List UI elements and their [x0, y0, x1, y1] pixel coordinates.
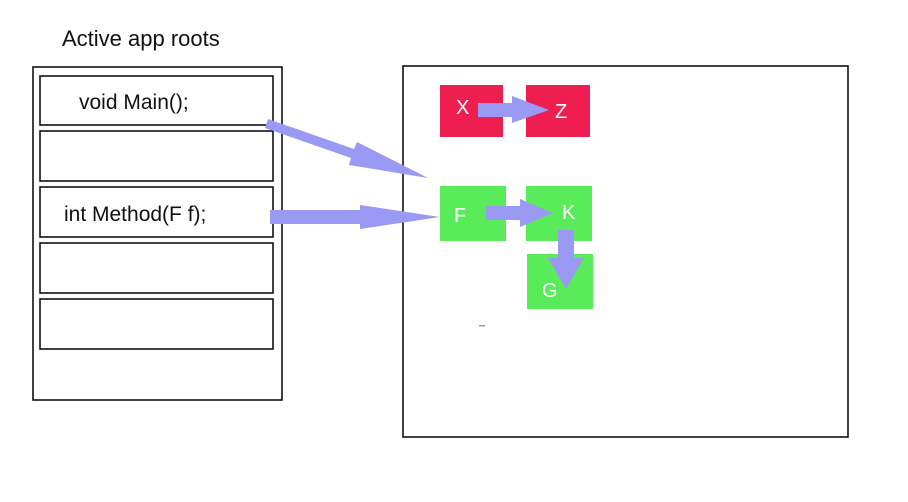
object-z: Z — [526, 85, 590, 137]
object-f-label: F — [454, 205, 466, 227]
stray-mark — [479, 325, 485, 327]
arrow-method-to-f — [270, 205, 440, 229]
root-slot-4 — [39, 298, 274, 350]
root-slot-0-label: void Main(); — [79, 91, 189, 114]
arrow-main-to-f — [265, 119, 428, 178]
root-slot-2-label: int Method(F f); — [64, 203, 206, 226]
root-slot-1 — [39, 130, 274, 182]
root-slot-0 — [39, 75, 274, 126]
object-k-label: K — [562, 202, 576, 224]
object-x-label: X — [456, 97, 469, 119]
reference-arrows — [265, 96, 584, 289]
arrow-x-to-z — [478, 96, 549, 123]
root-slot-2 — [39, 186, 274, 238]
object-z-label: Z — [555, 101, 567, 123]
root-slot-3 — [39, 242, 274, 294]
arrow-f-to-k — [486, 199, 553, 227]
object-g-label: G — [542, 280, 558, 302]
roots-title: Active app roots — [62, 26, 220, 51]
roots-panel: void Main(); int Method(F f); — [32, 66, 283, 401]
arrow-k-to-g — [548, 230, 584, 289]
object-f: F — [440, 186, 506, 241]
